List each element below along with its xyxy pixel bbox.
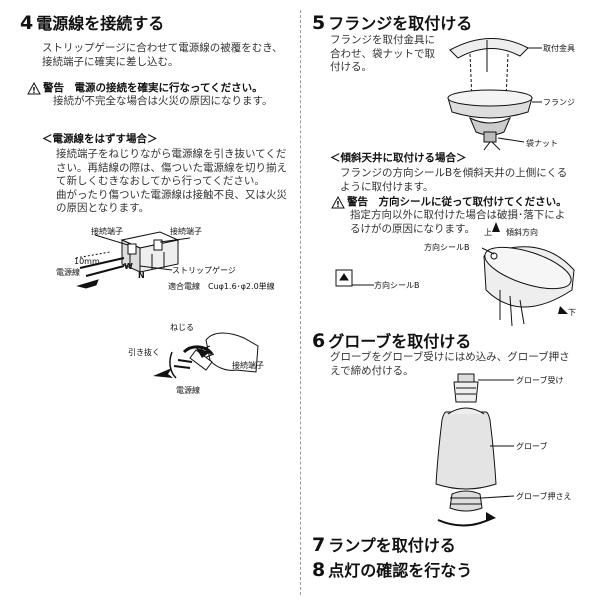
step-number: 4 bbox=[20, 12, 34, 34]
label-globe: グローブ bbox=[516, 442, 548, 451]
label-globe-presser: グローブ押さえ bbox=[516, 492, 572, 501]
slope-section-title: ＜傾斜天井に取付ける場合＞ bbox=[330, 152, 467, 164]
label-seal-b: 方向シールB bbox=[424, 243, 470, 252]
warning-text: 指定方向以外に取付けた場合は破損･落下によ るけがの原因になります。 bbox=[332, 209, 567, 236]
warning-block: ! 警告 電源の接続を確実に行なってください。 接続が不完全な場合は火災の原因に… bbox=[27, 81, 273, 109]
label-globe-holder: グローブ受け bbox=[516, 376, 564, 385]
text-line: 曲がったり傷ついた電源線は接触不良、又は火災 bbox=[56, 188, 287, 201]
label-slope-direction: 傾斜方向 bbox=[506, 228, 538, 237]
text-line: 接続端子に確実に差し込む。 bbox=[42, 55, 179, 68]
text-line: ストリップゲージに合わせて電源線の被覆をむき、 bbox=[42, 42, 283, 54]
warning-title: 警告 方向シールに従って取付けてください。 bbox=[347, 196, 567, 208]
text-line: の原因となります。 bbox=[56, 202, 150, 214]
text-line: フランジを取付金具に bbox=[330, 34, 435, 46]
text-line: るけがの原因になります。 bbox=[350, 222, 475, 235]
text-line: ように取付けます。 bbox=[340, 180, 434, 193]
label-up: 上 bbox=[484, 228, 492, 237]
step-number: 8 bbox=[312, 559, 326, 581]
label-strip-gauge: ストリップゲージ bbox=[172, 266, 236, 275]
text-line: えで締め付ける。 bbox=[330, 364, 414, 377]
slope-section-text: フランジの方向シールBを傾斜天井の上側にくる ように取付けます。 bbox=[340, 167, 590, 194]
step-4-text: ストリップゲージに合わせて電源線の被覆をむき、 接続端子に確実に差し込む。 bbox=[42, 42, 292, 69]
step-title: グローブを取付ける bbox=[328, 332, 472, 351]
removal-diagram bbox=[153, 332, 259, 379]
text-line: さい。再結線の際は、傷ついた電源線を切り揃え bbox=[56, 161, 287, 174]
label-terminal: 接続端子 bbox=[232, 361, 264, 370]
remove-section-title: ＜電源線をはずす場合＞ bbox=[42, 133, 158, 145]
step-5-text: フランジを取付金具に 合わせ、袋ナットで取 付ける。 bbox=[330, 34, 450, 75]
text-line: グローブをグローブ受けにはめ込み、グローブ押さ bbox=[330, 351, 570, 363]
terminal-diagram bbox=[75, 231, 191, 289]
text-line: フランジの方向シールBを傾斜天井の上側にくる bbox=[340, 167, 568, 179]
step-title: フランジを取付ける bbox=[328, 14, 473, 33]
step-title: ランプを取付ける bbox=[328, 536, 456, 555]
label-n: N bbox=[138, 271, 145, 280]
warning-title-row: ! 警告 電源の接続を確実に行なってください。 bbox=[27, 81, 272, 95]
warning-title-row: ! 警告 方向シールに従って取付けてください。 bbox=[331, 195, 567, 209]
text-line: 合わせ、袋ナットで取 bbox=[330, 47, 435, 60]
label-wire-2: 電源線 bbox=[176, 386, 200, 395]
warning-text: 接続が不完全な場合は火災の原因になります。 bbox=[53, 95, 273, 107]
text-line: て新しくむきなおしてから行ってください。 bbox=[56, 175, 265, 187]
label-seal-b-icon: 方向シールB bbox=[374, 281, 420, 290]
warning-triangle-icon: ! bbox=[27, 81, 41, 95]
label-strip-length: 10mm bbox=[74, 257, 100, 266]
step-number: 7 bbox=[312, 534, 326, 556]
svg-text:!: ! bbox=[32, 86, 36, 95]
step-number: 6 bbox=[312, 330, 326, 352]
label-terminal-left: 接続端子 bbox=[91, 227, 123, 236]
column-divider bbox=[300, 10, 301, 595]
step-title: 電源線を接続する bbox=[36, 14, 165, 33]
text-line: 付ける。 bbox=[330, 61, 372, 73]
step-number: 5 bbox=[312, 12, 326, 34]
step-6-text: グローブをグローブ受けにはめ込み、グローブ押さ えで締め付ける。 bbox=[330, 351, 590, 378]
label-flange: フランジ bbox=[543, 98, 575, 107]
svg-text:!: ! bbox=[336, 200, 340, 209]
text-line: 指定方向以外に取付けた場合は破損･落下によ bbox=[350, 209, 566, 221]
step-title: 点灯の確認を行なう bbox=[328, 561, 473, 580]
label-wire-spec: 適合電線 Cuφ1.6･φ2.0単線 bbox=[168, 282, 275, 291]
slope-warning-block: ! 警告 方向シールに従って取付けてください。 指定方向以外に取付けた場合は破損… bbox=[331, 195, 567, 236]
label-down: 下 bbox=[568, 308, 576, 317]
remove-section-text: 接続端子をねじりながら電源線を引き抜いてくだ さい。再結線の際は、傷ついた電源線… bbox=[56, 148, 296, 216]
label-terminal-right: 接続端子 bbox=[170, 227, 202, 236]
label-wire: 電源線 bbox=[56, 268, 80, 277]
text-line: 接続端子をねじりながら電源線を引き抜いてくだ bbox=[56, 148, 287, 160]
label-cap-nut: 袋ナット bbox=[526, 139, 558, 148]
label-twist: ねじる bbox=[170, 323, 194, 332]
label-w: W bbox=[124, 262, 133, 271]
label-pull: 引き抜く bbox=[128, 348, 160, 357]
warning-title: 警告 電源の接続を確実に行なってください。 bbox=[43, 82, 263, 94]
warning-triangle-icon: ! bbox=[331, 195, 345, 209]
label-bracket: 取付金具 bbox=[543, 44, 575, 53]
